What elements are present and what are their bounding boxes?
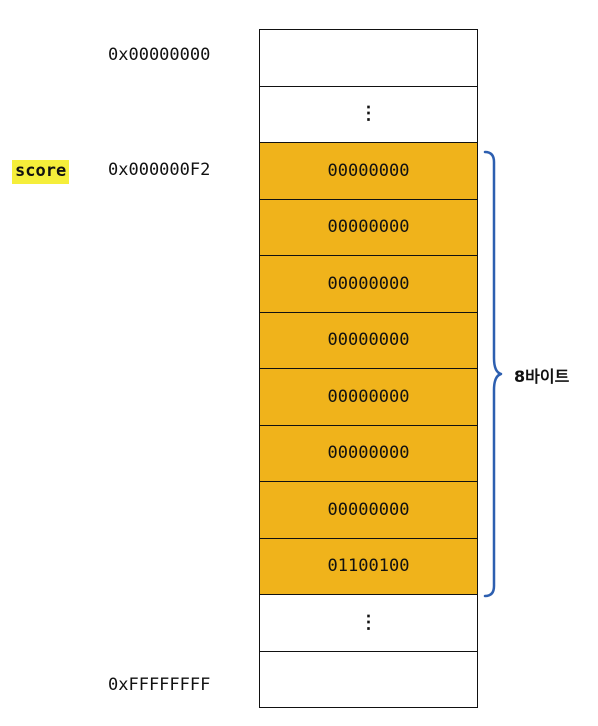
- address-end: 0xFFFFFFFF: [108, 675, 211, 695]
- memory-cell-gap: ⋮: [260, 86, 477, 143]
- byte-size-label: 8바이트: [514, 367, 570, 386]
- memory-cell-byte: 00000000: [260, 482, 477, 539]
- memory-cell-empty: [260, 30, 477, 87]
- memory-cell-byte: 00000000: [260, 256, 477, 313]
- ellipsis-icon: ⋮: [359, 611, 378, 633]
- ellipsis-icon: ⋮: [359, 103, 378, 125]
- memory-cells: ⋮ 00000000 00000000 00000000 00000000 00…: [259, 29, 478, 708]
- memory-cell-byte: 00000000: [260, 425, 477, 482]
- memory-cell-byte: 00000000: [260, 199, 477, 256]
- memory-cell-empty: [260, 651, 477, 708]
- memory-cell-byte: 00000000: [260, 143, 477, 200]
- memory-cell-gap: ⋮: [260, 595, 477, 652]
- curly-brace-icon: [483, 150, 503, 598]
- address-variable: 0x000000F2: [108, 160, 211, 180]
- memory-cell-byte: 00000000: [260, 369, 477, 426]
- memory-cell-byte: 00000000: [260, 312, 477, 369]
- address-start: 0x00000000: [108, 45, 211, 65]
- variable-name-label: score: [12, 160, 70, 184]
- memory-cell-byte: 01100100: [260, 538, 477, 595]
